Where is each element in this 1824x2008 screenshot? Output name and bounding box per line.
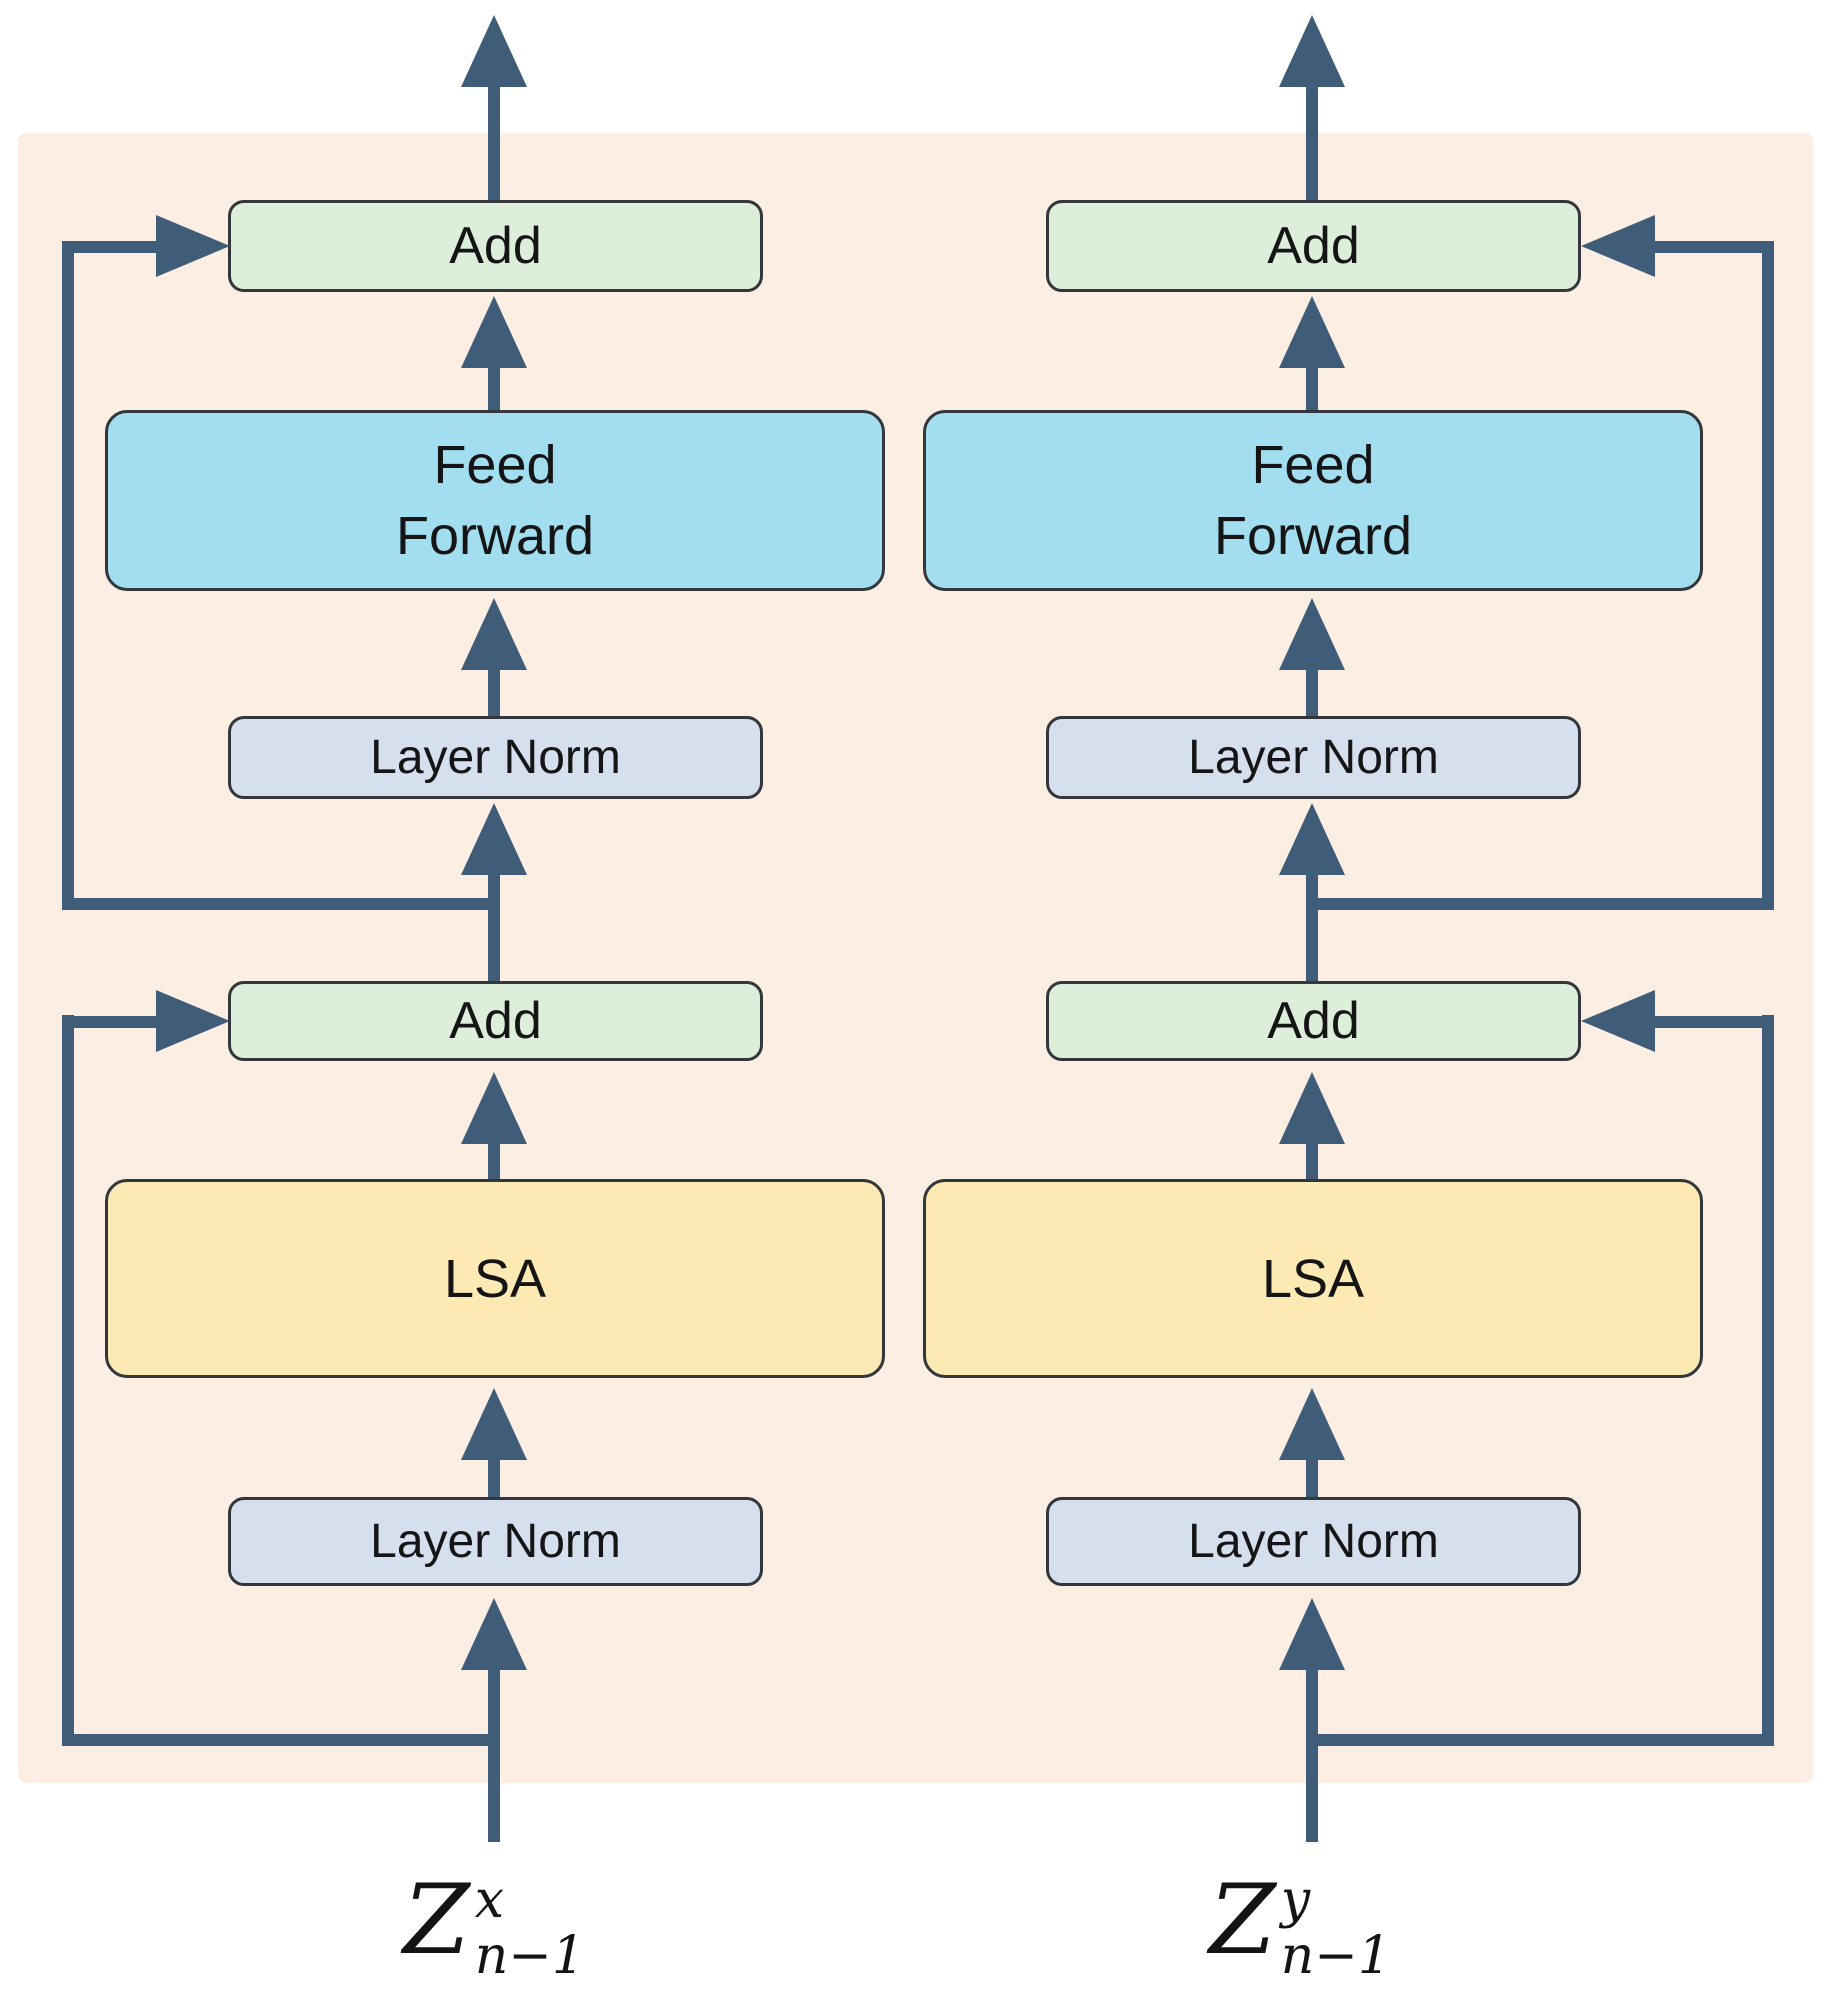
ln-to-ff-arrow-head-icon [1279, 598, 1345, 670]
layer-norm-upper-block: Layer Norm [228, 716, 763, 799]
residual-upper-top-line [62, 241, 160, 253]
output-arrow-head-icon [1279, 15, 1345, 87]
layer-norm-lower-block: Layer Norm [1046, 1497, 1581, 1586]
input-label-zx-subscript: n−1 [474, 1926, 585, 1986]
feed-forward-label: Feed Forward [1213, 435, 1413, 566]
lsa-to-add-arrow-stem [1306, 1142, 1318, 1181]
add-mid-block: Add [228, 981, 763, 1061]
input-label-zy: Z y n−1 [1209, 1872, 1391, 1982]
add-top-block: Add [1046, 200, 1581, 292]
ln-to-lsa-arrow-head-icon [461, 1388, 527, 1460]
lsa-to-add-arrow-stem [488, 1142, 500, 1181]
add-mid-label: Add [1267, 992, 1360, 1050]
input-label-zy-subscript: n−1 [1280, 1926, 1391, 1986]
output-arrow-stem [1306, 87, 1318, 202]
lsa-label: LSA [1261, 1248, 1365, 1309]
add-top-block: Add [228, 200, 763, 292]
residual-lower-top-line [1653, 1016, 1774, 1028]
residual-upper-arrow-head-icon [156, 215, 230, 277]
residual-upper-branch-line [1306, 898, 1774, 910]
residual-lower-arrow-head-icon [1581, 990, 1655, 1052]
input-label-zy-base: Z [1209, 1864, 1276, 1976]
input-label-zy-superscript: y [1280, 1870, 1311, 1930]
ff-to-add-arrow-stem [488, 366, 500, 412]
residual-lower-top-line [62, 1016, 160, 1028]
input-arrow-head-icon [1279, 1598, 1345, 1670]
residual-upper-arrow-head-icon [1581, 215, 1655, 277]
lsa-block: LSA [105, 1179, 885, 1378]
residual-lower-vertical-line [62, 1015, 74, 1746]
ln-to-lsa-arrow-stem [1306, 1458, 1318, 1499]
lsa-label: LSA [443, 1248, 547, 1309]
residual-lower-branch-line [62, 1734, 499, 1746]
lsa-to-add-arrow-head-icon [461, 1072, 527, 1144]
residual-lower-branch-line [1306, 1734, 1774, 1746]
input-label-zx-base: Z [403, 1864, 470, 1976]
ln-to-ff-arrow-head-icon [461, 598, 527, 670]
ff-to-add-arrow-head-icon [461, 296, 527, 368]
ff-to-add-arrow-head-icon [1279, 296, 1345, 368]
layer-norm-lower-block: Layer Norm [228, 1497, 763, 1586]
output-arrow-stem [488, 87, 500, 202]
input-arrow-stem [488, 1668, 500, 1842]
input-label-zy-scripts: y n−1 [1281, 1874, 1391, 1982]
feed-forward-label: Feed Forward [395, 435, 595, 566]
ln-to-ff-arrow-stem [1306, 668, 1318, 718]
add-to-ln-arrow-head-icon [461, 803, 527, 875]
residual-upper-vertical-line [1762, 241, 1774, 910]
layer-norm-upper-label: Layer Norm [370, 731, 621, 784]
residual-lower-arrow-head-icon [156, 990, 230, 1052]
layer-norm-lower-label: Layer Norm [1188, 1515, 1439, 1568]
add-to-ln-arrow-stem [488, 873, 500, 983]
ln-to-ff-arrow-stem [488, 668, 500, 718]
ff-to-add-arrow-stem [1306, 366, 1318, 412]
input-label-zx-scripts: x n−1 [475, 1874, 585, 1982]
add-mid-label: Add [449, 992, 542, 1050]
layer-norm-upper-label: Layer Norm [1188, 731, 1439, 784]
ln-to-lsa-arrow-stem [488, 1458, 500, 1499]
lsa-to-add-arrow-head-icon [1279, 1072, 1345, 1144]
residual-lower-vertical-line [1762, 1015, 1774, 1746]
feed-forward-block: Feed Forward [105, 410, 885, 591]
lsa-block: LSA [923, 1179, 1703, 1378]
ln-to-lsa-arrow-head-icon [1279, 1388, 1345, 1460]
layer-norm-upper-block: Layer Norm [1046, 716, 1581, 799]
add-top-label: Add [449, 217, 542, 275]
residual-upper-top-line [1653, 241, 1774, 253]
residual-upper-branch-line [62, 898, 499, 910]
add-mid-block: Add [1046, 981, 1581, 1061]
input-arrow-stem [1306, 1668, 1318, 1842]
input-label-zx: Z x n−1 [403, 1872, 585, 1982]
input-label-zx-superscript: x [474, 1870, 505, 1930]
input-arrow-head-icon [461, 1598, 527, 1670]
add-to-ln-arrow-stem [1306, 873, 1318, 983]
output-arrow-head-icon [461, 15, 527, 87]
feed-forward-block: Feed Forward [923, 410, 1703, 591]
layer-norm-lower-label: Layer Norm [370, 1515, 621, 1568]
residual-upper-vertical-line [62, 241, 74, 910]
add-top-label: Add [1267, 217, 1360, 275]
add-to-ln-arrow-head-icon [1279, 803, 1345, 875]
